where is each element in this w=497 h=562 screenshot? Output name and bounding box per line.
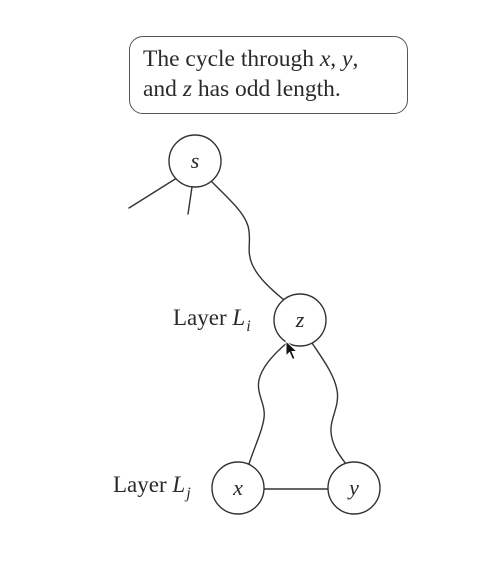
layer-li-label: Layer Li <box>173 305 251 335</box>
callout-line-2: and z has odd length. <box>143 74 395 104</box>
node-s-label: s <box>191 148 200 173</box>
mouse-pointer-icon <box>285 340 299 361</box>
node-z-label: z <box>295 307 305 332</box>
odd-cycle-callout: The cycle through x, y, and z has odd le… <box>129 36 408 114</box>
node-s: s <box>168 134 222 188</box>
layer-lj-subscript: j <box>186 485 191 502</box>
edge-z-to-y <box>311 342 347 465</box>
node-y: y <box>327 461 381 515</box>
layer-lj-prefix: Layer <box>113 472 173 497</box>
callout-var-z: z <box>182 76 192 102</box>
layer-li-prefix: Layer <box>173 305 233 330</box>
layer-lj-label: Layer Lj <box>113 472 191 502</box>
edge-s-down-branch <box>187 186 193 215</box>
edge-s-to-z <box>209 179 285 301</box>
callout-line1-sep: , <box>330 46 343 72</box>
node-x-label: x <box>232 475 243 500</box>
edge-s-left-branch <box>128 175 181 209</box>
callout-line-1: The cycle through x, y, <box>143 44 395 74</box>
layer-lj-letter: L <box>172 472 186 497</box>
callout-line2-end: has odd length. <box>191 76 341 102</box>
callout-line1-text: The cycle through <box>143 46 320 72</box>
callout-line2-text: and <box>143 76 183 102</box>
layer-li-letter: L <box>232 305 246 330</box>
node-z: z <box>273 293 327 347</box>
callout-var-x: x <box>319 46 331 72</box>
callout-var-y: y <box>342 46 353 72</box>
callout-line1-end: , <box>352 46 359 72</box>
layer-li-subscript: i <box>246 318 251 335</box>
node-y-label: y <box>347 475 359 500</box>
node-x: x <box>211 461 265 515</box>
edge-z-to-x <box>248 341 289 465</box>
